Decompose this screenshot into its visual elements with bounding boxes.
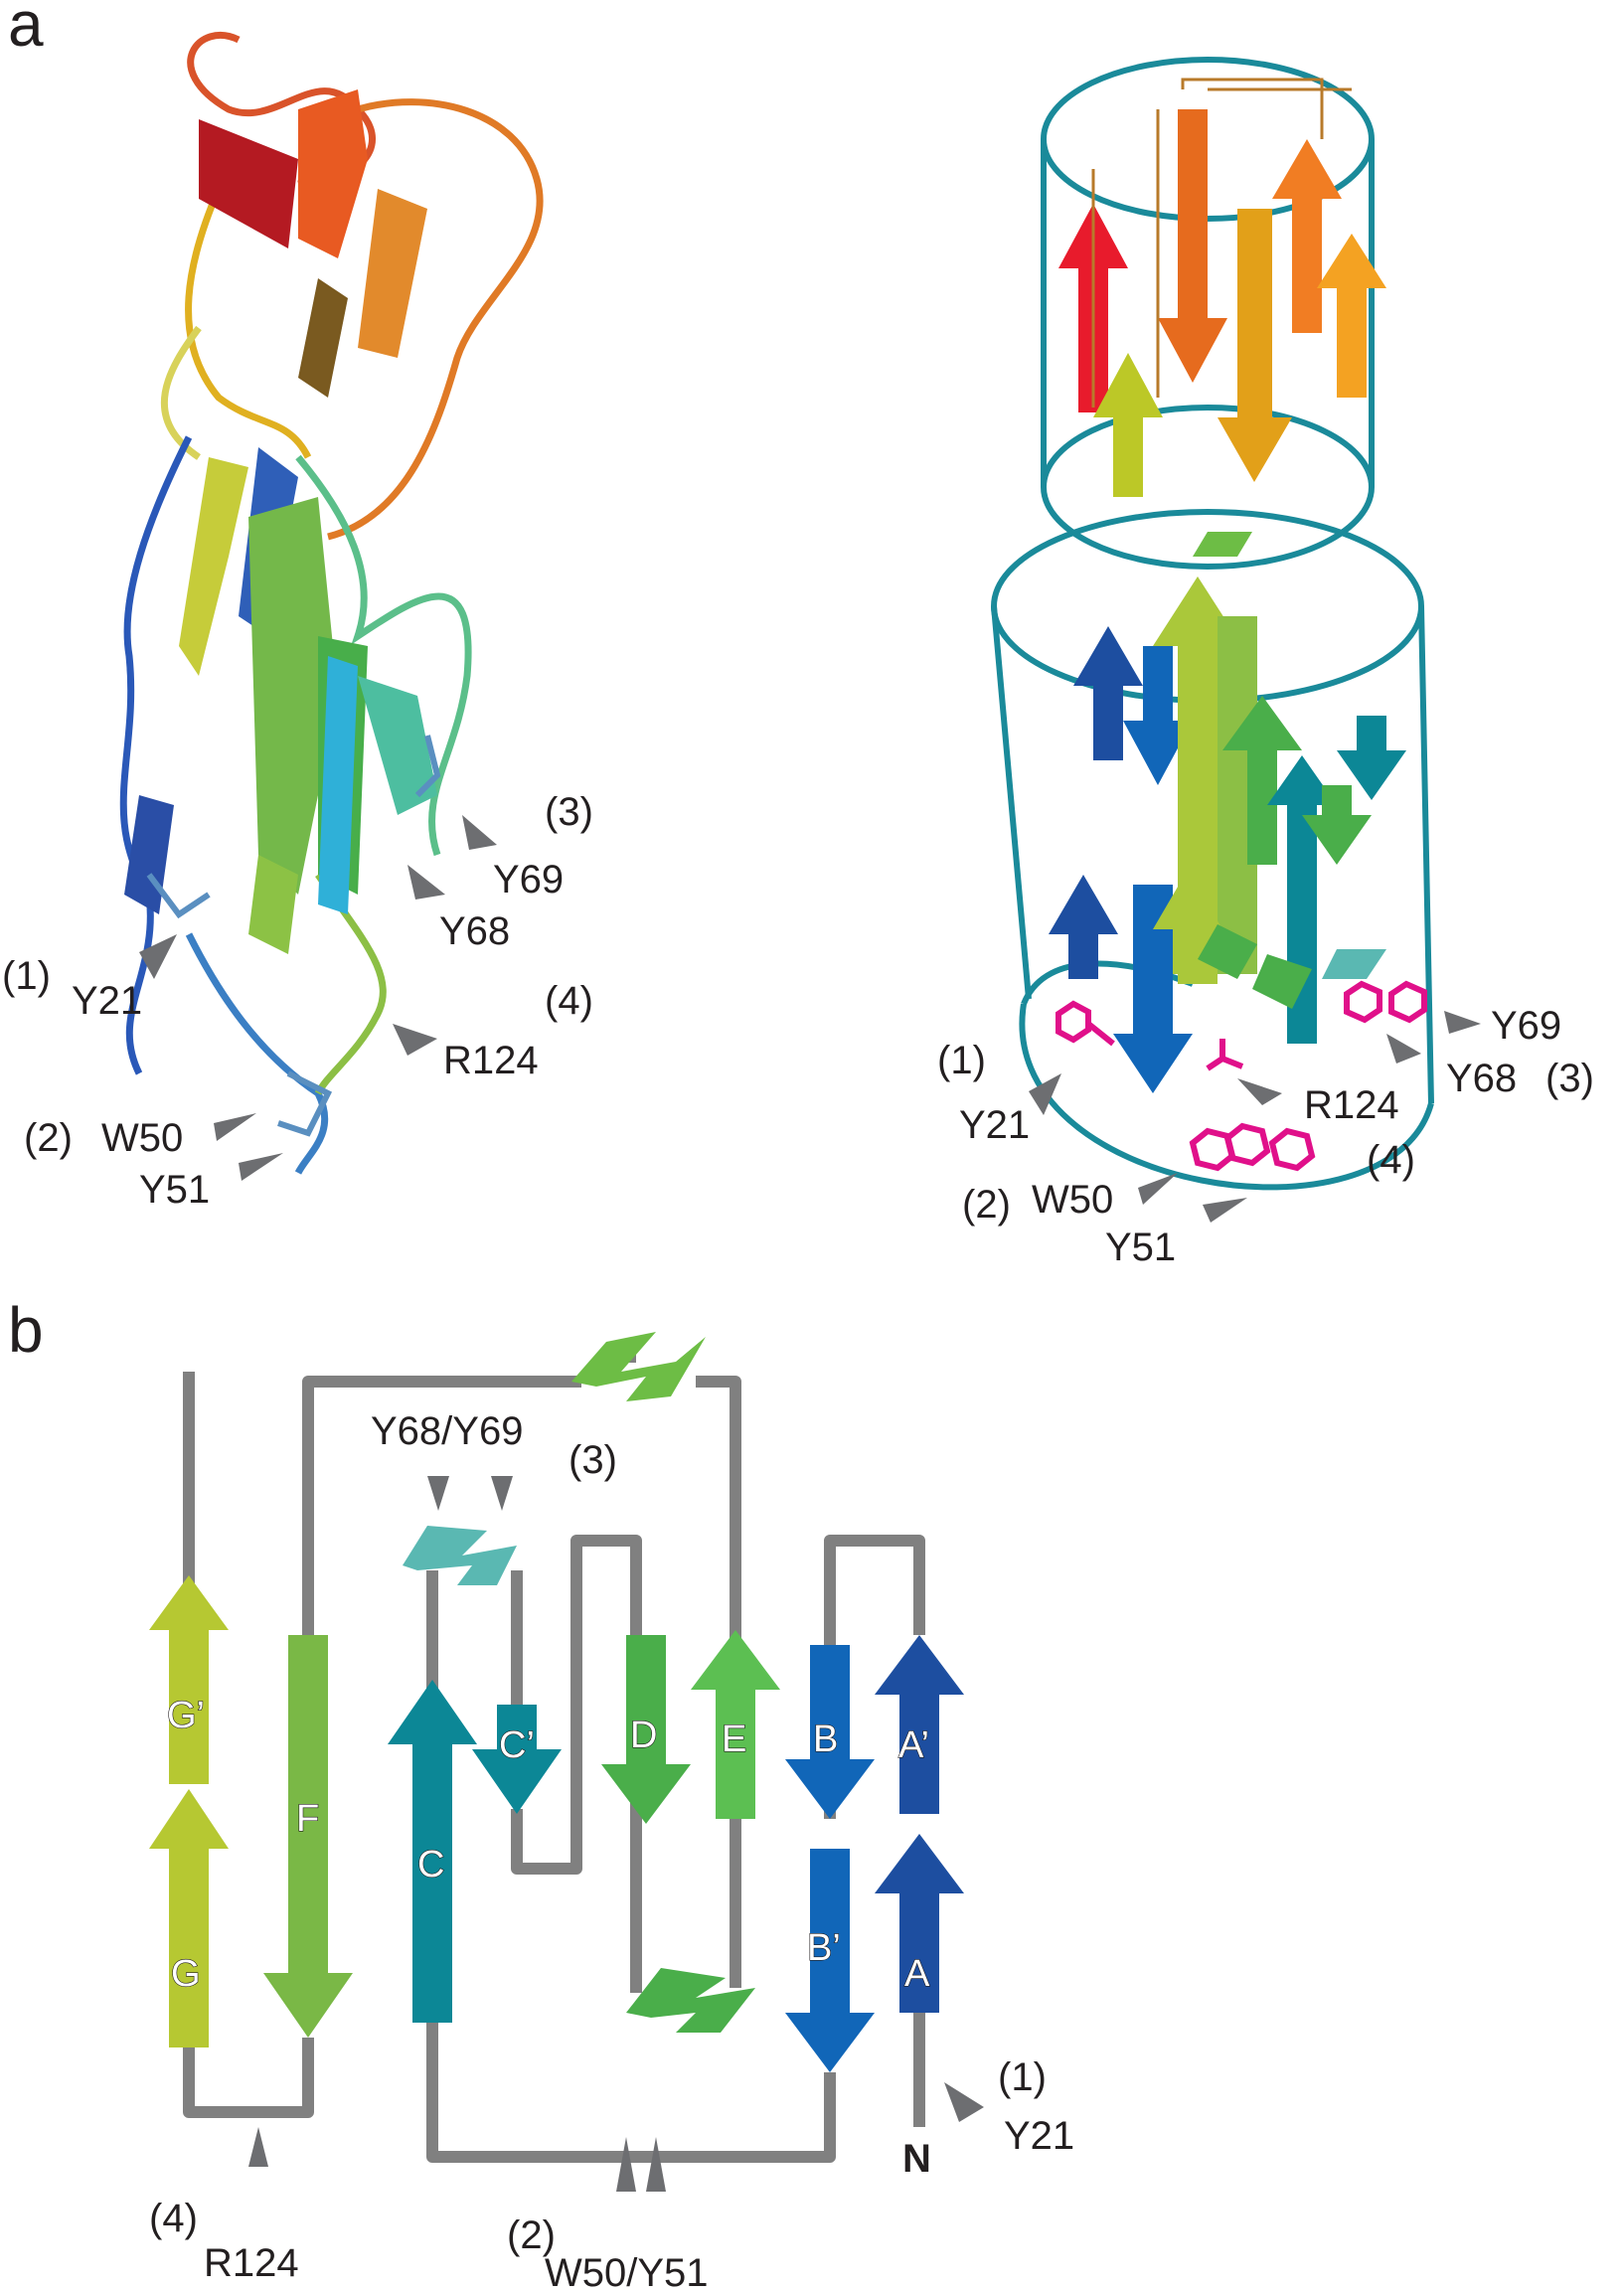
b-y69-pointer-icon [491,1476,513,1511]
b-w50-number: (2) [507,2213,556,2257]
y21-pointer-icon [139,934,177,979]
b-y21-label: Y21 [1004,2114,1074,2158]
b-y68-y69-label: Y68/Y69 [371,1409,523,1453]
y69-pointer-icon [462,815,497,850]
b-y68-pointer-icon [427,1476,449,1511]
schematic-y69-label: Y69 [1491,1004,1561,1048]
w50-pointer-icon [214,1113,256,1141]
strand-label-c: C [417,1844,444,1885]
schematic-y21-number: (1) [937,1039,986,1082]
schematic-upper-strands [1058,78,1386,497]
b-r124-pointer-icon [248,2127,268,2167]
y51-pointer-icon [239,1153,283,1181]
s-r124-pointer-icon [1237,1078,1282,1105]
y68-pointer-icon [407,865,445,900]
ribbon-y21-number: (1) [2,954,51,998]
b-y21-pointer-icon [944,2082,984,2122]
ribbon-w50-label: W50 [101,1116,183,1160]
schematic-y68-number: (3) [1545,1057,1594,1100]
ribbon-w50-number: (2) [24,1116,73,1160]
ribbon-y69-number: (3) [545,790,593,834]
strand-b [785,1645,875,1819]
helix-bottom [626,1968,755,2033]
strand-g [169,1849,209,2047]
ribbon-r124-number: (4) [545,979,593,1023]
s-w50-pointer-icon [1138,1173,1178,1205]
r124-pointer-icon [393,1024,437,1056]
b-y68-number: (3) [568,1438,617,1482]
strand-label-a-prime: A’ [898,1724,929,1766]
schematic-r124-number: (4) [1367,1138,1415,1182]
strand-label-b-prime: B’ [807,1927,841,1969]
panel-label-b: b [8,1294,44,1366]
ribbon-structure [119,31,544,1175]
schematic-y68-label: Y68 [1446,1057,1517,1100]
ribbon-y51-label: Y51 [139,1168,210,1212]
b-r124-label: R124 [204,2241,299,2285]
strand-b-prime [785,1849,875,2072]
b-y51-pointer-icon [646,2137,666,2192]
schematic-lower-strands [1049,532,1406,1093]
schematic-residues [1056,980,1427,1172]
b-w50-y51-label: W50/Y51 [545,2251,709,2293]
s-y69-pointer-icon [1444,1011,1481,1034]
strand-label-a: A [904,1953,930,1995]
b-w50-pointer-icon [616,2137,636,2192]
s-y21-pointer-icon [1029,1073,1061,1115]
strand-c-prime [472,1705,562,1814]
strand-label-d: D [630,1715,657,1756]
schematic-r124-label: R124 [1304,1083,1399,1127]
b-y21-number: (1) [998,2055,1047,2099]
strand-g-prime-body [169,1630,209,1784]
strand-label-g-prime: G’ [167,1695,205,1736]
topology-strands [149,1575,964,2072]
ribbon-y69-label: Y69 [493,858,564,901]
ribbon-y68-label: Y68 [439,909,510,953]
strand-e [691,1630,780,1819]
strand-g-head [149,1789,229,1849]
b-n-terminus-label: N [902,2137,931,2181]
topology-helices [403,1332,755,2033]
helix-top [571,1332,706,1401]
strand-label-g: G [171,1953,201,1995]
ribbon-y21-label: Y21 [72,979,142,1023]
strand-label-b: B [813,1719,838,1760]
schematic-y51-label: Y51 [1105,1226,1176,1269]
b-r124-number: (4) [149,2197,198,2240]
ribbon-r124-label: R124 [443,1039,539,1082]
strand-label-e: E [722,1719,746,1760]
s-y51-pointer-icon [1203,1198,1247,1223]
strand-label-f: F [296,1798,319,1840]
schematic-w50-label: W50 [1032,1178,1113,1222]
panel-label-a: a [8,0,44,60]
strand-a-prime [875,1635,964,1814]
helix-y68 [403,1526,517,1585]
strand-label-c-prime: C’ [499,1724,535,1766]
schematic-y21-label: Y21 [959,1103,1030,1147]
strand-d [601,1635,691,1824]
s-y68-pointer-icon [1386,1034,1421,1064]
strand-c [388,1680,477,2023]
schematic-w50-number: (2) [962,1183,1011,1227]
strand-f [263,1635,353,2038]
strand-a [875,1834,964,2013]
